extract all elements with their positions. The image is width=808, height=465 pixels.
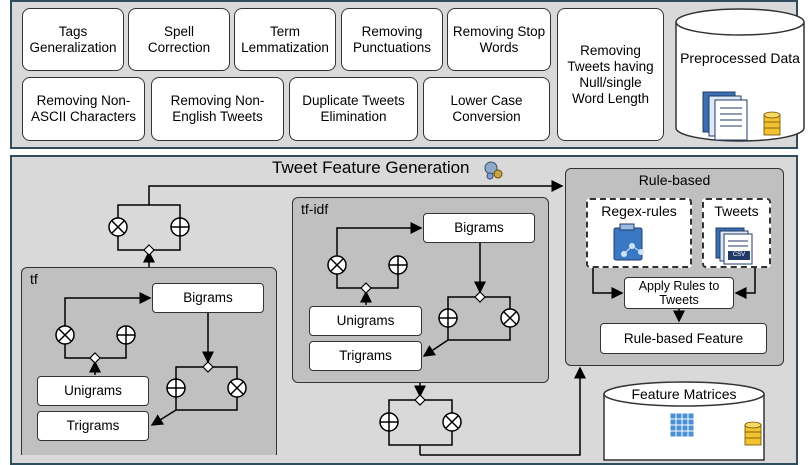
step-removing-null-tweets: Removing Tweets having Null/single Word …	[557, 8, 664, 141]
database-icon	[744, 421, 762, 446]
step-removing-punctuations: Removing Punctuations	[341, 8, 443, 71]
database-icon	[763, 111, 781, 136]
tfidf-unigrams-box: Unigrams	[309, 306, 422, 336]
step-lower-case: Lower Case Conversion	[423, 77, 550, 141]
feature-matrices-label: Feature Matrices	[631, 386, 737, 402]
regex-icon	[613, 223, 644, 261]
feature-generation-title: Tweet Feature Generation	[272, 158, 470, 177]
step-removing-non-ascii: Removing Non-ASCII Characters	[22, 77, 145, 141]
apply-rules-box: Apply Rules to Tweets	[624, 277, 734, 309]
regex-rules-label: Regex-rules	[601, 203, 677, 219]
tf-label: tf	[30, 271, 38, 287]
tf-unigrams-box: Unigrams	[37, 376, 149, 406]
csv-tag: CSV	[732, 252, 746, 258]
tf-trigrams-box: Trigrams	[37, 411, 149, 441]
gears-icon	[484, 161, 503, 180]
step-term-lemmatization: Term Lemmatization	[234, 8, 336, 71]
tfidf-bigrams-box: Bigrams	[423, 213, 535, 243]
step-removing-stop-words: Removing Stop Words	[447, 8, 551, 71]
flow-connectors	[55, 180, 756, 456]
matrix-grid-icon	[669, 412, 762, 446]
step-duplicate-elimination: Duplicate Tweets Elimination	[289, 77, 418, 141]
tf-bigrams-box: Bigrams	[152, 283, 264, 313]
preprocessed-data-label: Preprocessed Data	[680, 50, 800, 66]
rule-based-feature-box: Rule-based Feature	[600, 323, 767, 354]
tweets-label: Tweets	[714, 203, 759, 219]
documents-icon	[702, 91, 781, 141]
rule-based-label: Rule-based	[638, 172, 711, 188]
step-removing-non-english: Removing Non-English Tweets	[151, 77, 284, 141]
step-tags-generalization: Tags Generalization	[22, 8, 124, 71]
csv-file-icon	[715, 227, 753, 265]
tfidf-label: tf-idf	[301, 201, 329, 217]
tfidf-trigrams-box: Trigrams	[309, 341, 422, 371]
step-spell-correction: Spell Correction	[128, 8, 230, 71]
